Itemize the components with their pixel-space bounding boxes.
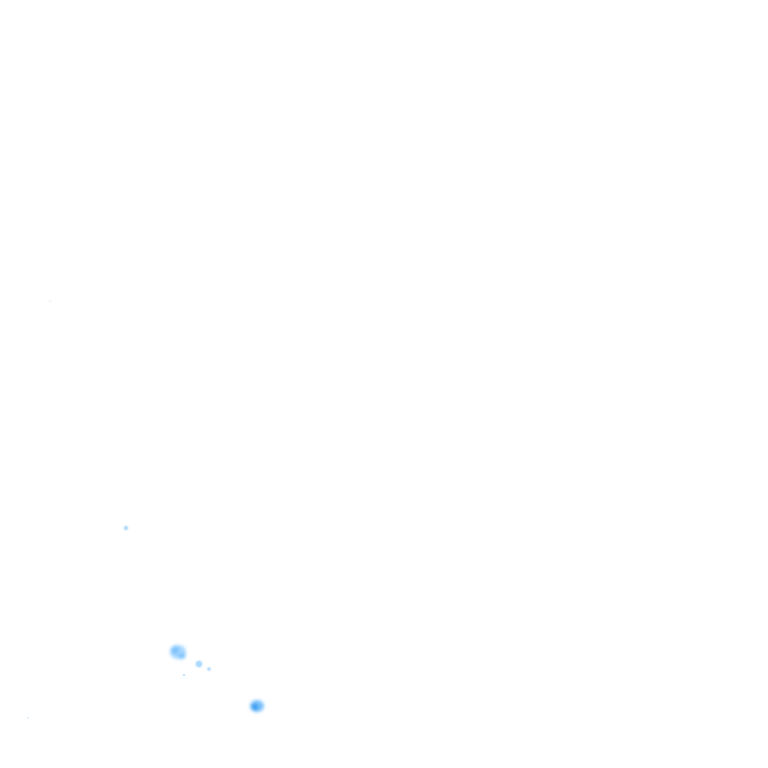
- faint-dot: [49, 300, 51, 302]
- blue-speck-trail: [195, 660, 211, 671]
- blue-blob-large: [170, 645, 186, 659]
- faint-dot-bottom: [27, 717, 29, 719]
- small-speck: [123, 525, 129, 531]
- blue-blob-bottom: [250, 700, 264, 712]
- tiny-speck: [183, 674, 185, 676]
